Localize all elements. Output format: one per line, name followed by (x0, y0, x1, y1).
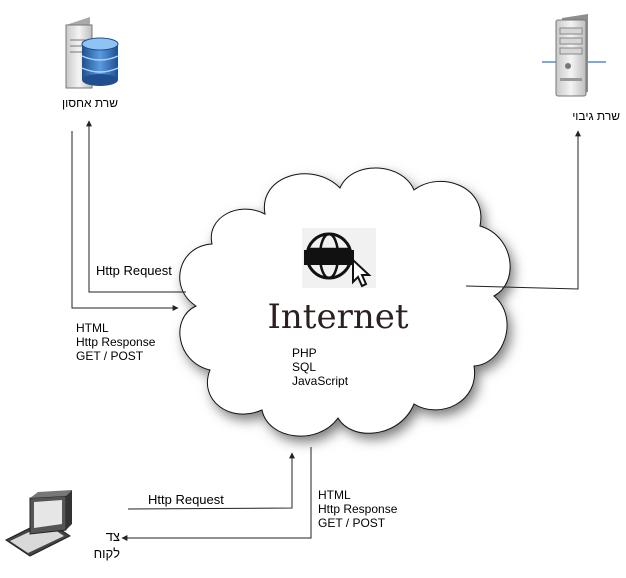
client-label-line1: צד (105, 529, 120, 544)
storage-request-label: Http Request (96, 263, 172, 278)
client-response-line-1: HTML (318, 488, 351, 502)
storage-server-label: שרת אחסון (62, 96, 118, 110)
storage-response-line (71, 131, 179, 311)
tech-javascript: JavaScript (292, 374, 349, 388)
internet-cloud (179, 167, 515, 443)
tower-server-icon (542, 14, 606, 97)
client-request-line (127, 452, 295, 510)
database-server-icon (65, 17, 119, 89)
storage-response-line-1: HTML (76, 321, 109, 335)
storage-response-label: HTML Http Response GET / POST (76, 321, 155, 363)
backup-server-label: שרת גיבוי (572, 109, 620, 123)
client-response-line-2: Http Response (318, 502, 398, 516)
client-label: צד לקוח (82, 528, 120, 562)
storage-request-line (86, 120, 186, 293)
backup-link-line (465, 130, 581, 290)
internet-title: Internet (267, 297, 408, 337)
storage-response-line-2: Http Response (76, 335, 156, 349)
client-label-line2: לקוח (93, 546, 120, 561)
tech-list: PHP SQL JavaScript (292, 346, 348, 388)
client-request-label: Http Request (148, 492, 224, 507)
tech-php: PHP (292, 346, 317, 360)
www-cursor-icon (302, 228, 376, 288)
client-response-label: HTML Http Response GET / POST (318, 488, 397, 530)
tech-sql: SQL (292, 360, 317, 374)
client-response-line-3: GET / POST (318, 516, 386, 530)
client-response-line (121, 447, 312, 541)
desktop-computer-icon (5, 490, 72, 557)
storage-response-line-3: GET / POST (76, 349, 144, 363)
connection-lines (71, 120, 581, 541)
